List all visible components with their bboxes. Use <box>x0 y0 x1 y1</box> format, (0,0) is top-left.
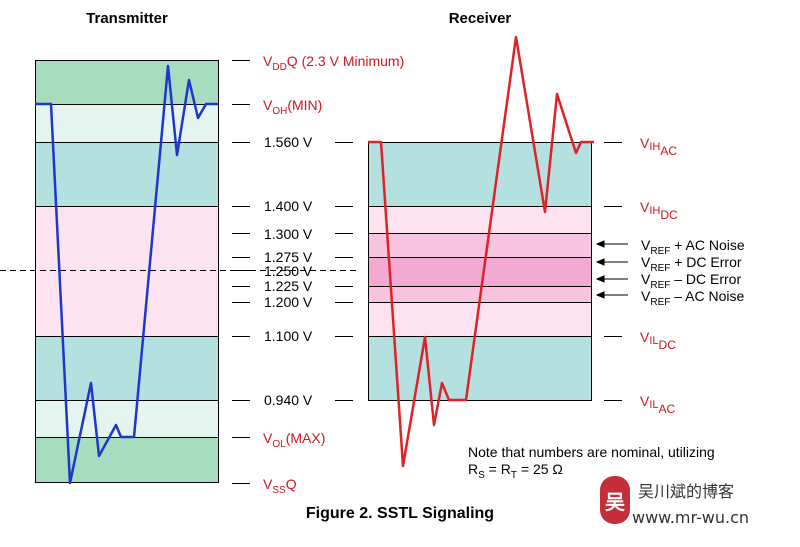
vih-dc-label: VIHDC <box>640 199 678 222</box>
voltage-levels: 1.560 V 1.400 V 1.300 V 1.275 V 1.250 V … <box>264 134 313 408</box>
voltage-label: 1.100 V <box>264 328 313 344</box>
transmitter-title: Transmitter <box>86 10 168 27</box>
voltage-label: 1.225 V <box>264 278 313 294</box>
voltage-label: 1.250 V <box>264 263 313 279</box>
site-title: 吴川斌的博客 <box>638 482 735 501</box>
tx-band-1560-1400 <box>35 142 218 206</box>
vref-label: VREF – DC Error <box>641 271 741 291</box>
vol-max-label: VOL(MAX) <box>263 430 325 450</box>
vref-label: VREF – AC Noise <box>641 288 744 308</box>
voltage-label: 1.200 V <box>264 294 313 310</box>
receiver-title: Receiver <box>449 10 512 27</box>
voltage-label: 0.940 V <box>264 392 313 408</box>
vil-dc-label: VILDC <box>640 329 676 352</box>
tx-band-vol-vssq <box>35 437 218 483</box>
vref-arrows <box>595 240 628 299</box>
receiver-waveform <box>368 35 594 468</box>
transmitter-bands <box>35 60 219 483</box>
level-ticks <box>232 60 622 484</box>
note-line-1: Note that numbers are nominal, utilizing <box>468 444 715 460</box>
voltage-label: 1.560 V <box>264 134 313 150</box>
rx-band-1400-1300 <box>368 206 591 233</box>
rx-band-1300-1275 <box>368 233 591 257</box>
receiver-bands <box>368 142 592 401</box>
voltage-label: 1.300 V <box>264 226 313 242</box>
tx-band-voh-1560 <box>35 104 218 142</box>
site-watermark: 吴 吴川斌的博客 www.mr-wu.cn <box>592 468 800 547</box>
voltage-label: 1.400 V <box>264 198 313 214</box>
vddq-label: VDDQ (2.3 V Minimum) <box>263 53 404 73</box>
vih-ac-label: VIHAC <box>640 135 677 158</box>
site-logo: 吴 <box>600 476 630 524</box>
tx-band-0940-vol <box>35 400 218 437</box>
figure-caption: Figure 2. SSTL Signaling <box>306 505 494 522</box>
site-url: www.mr-wu.cn <box>632 508 750 527</box>
vssq-label: VSSQ <box>263 476 297 496</box>
vref-label: VREF + AC Noise <box>641 237 745 257</box>
rx-band-vih-ac-dc <box>368 142 591 206</box>
note-line-2: RS = RT = 25 Ω <box>468 461 563 481</box>
voh-min-label: VOH(MIN) <box>263 97 322 117</box>
rx-band-vil-dc-ac <box>368 336 591 400</box>
vref-label: VREF + DC Error <box>641 254 742 274</box>
voltage-label: 1.275 V <box>264 249 313 265</box>
rx-band-1275-1225 <box>368 257 591 286</box>
vref-labels: VREF + AC Noise VREF + DC Error VREF – D… <box>641 237 745 308</box>
transmitter-waveform <box>35 64 218 485</box>
vil-ac-label: VILAC <box>640 393 676 416</box>
